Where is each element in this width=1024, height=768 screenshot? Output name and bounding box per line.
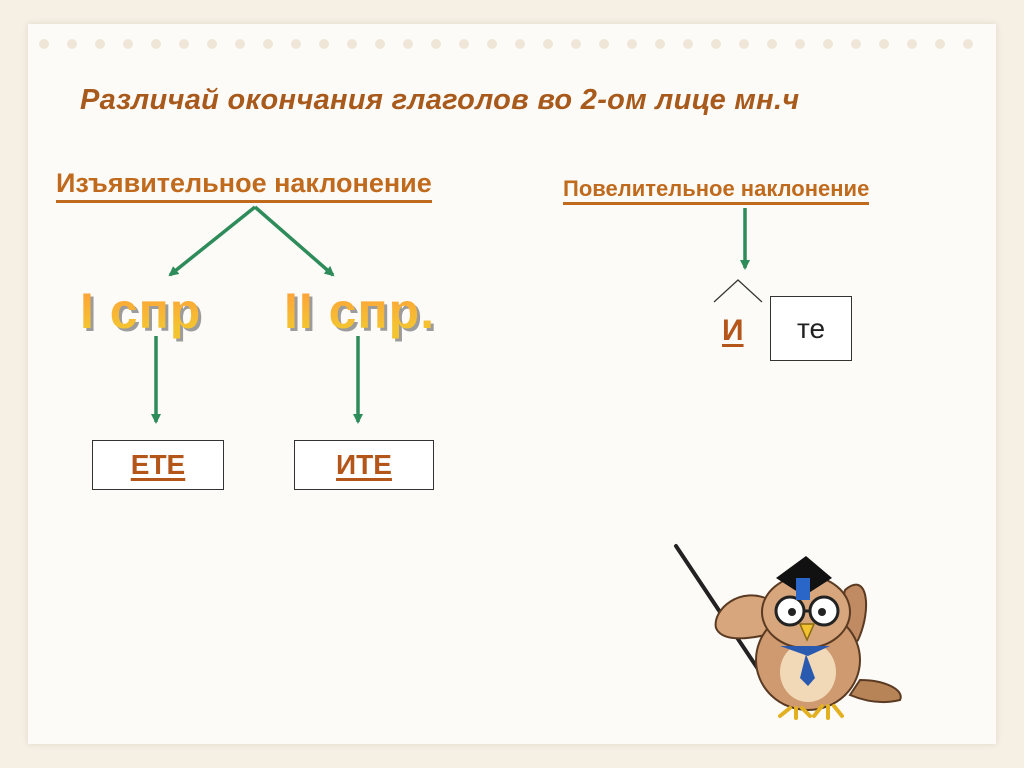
ending-ite: ИТЕ	[336, 449, 392, 480]
indicative-mood-heading: Изъявительное наклонение	[56, 168, 432, 204]
second-conjugation-label: II спр.	[284, 283, 436, 339]
arrow-to-second-conjugation	[253, 205, 335, 277]
notebook-binding-holes	[39, 39, 973, 49]
suffix-mark	[713, 279, 763, 303]
arrow-to-first-conjugation	[168, 205, 257, 277]
imperative-mood-heading: Повелительное наклонение	[563, 176, 870, 206]
ending-box-te: те	[770, 296, 852, 361]
first-conjugation-label: I спр	[80, 283, 202, 339]
imperative-suffix: И	[722, 314, 744, 347]
slide-title: Различай окончания глаголов во 2-ом лице…	[80, 84, 800, 116]
ending-ete: ЕТЕ	[130, 449, 186, 480]
ending-box-ite: ИТЕ	[294, 440, 434, 490]
ending-box-ete: ЕТЕ	[92, 440, 224, 490]
